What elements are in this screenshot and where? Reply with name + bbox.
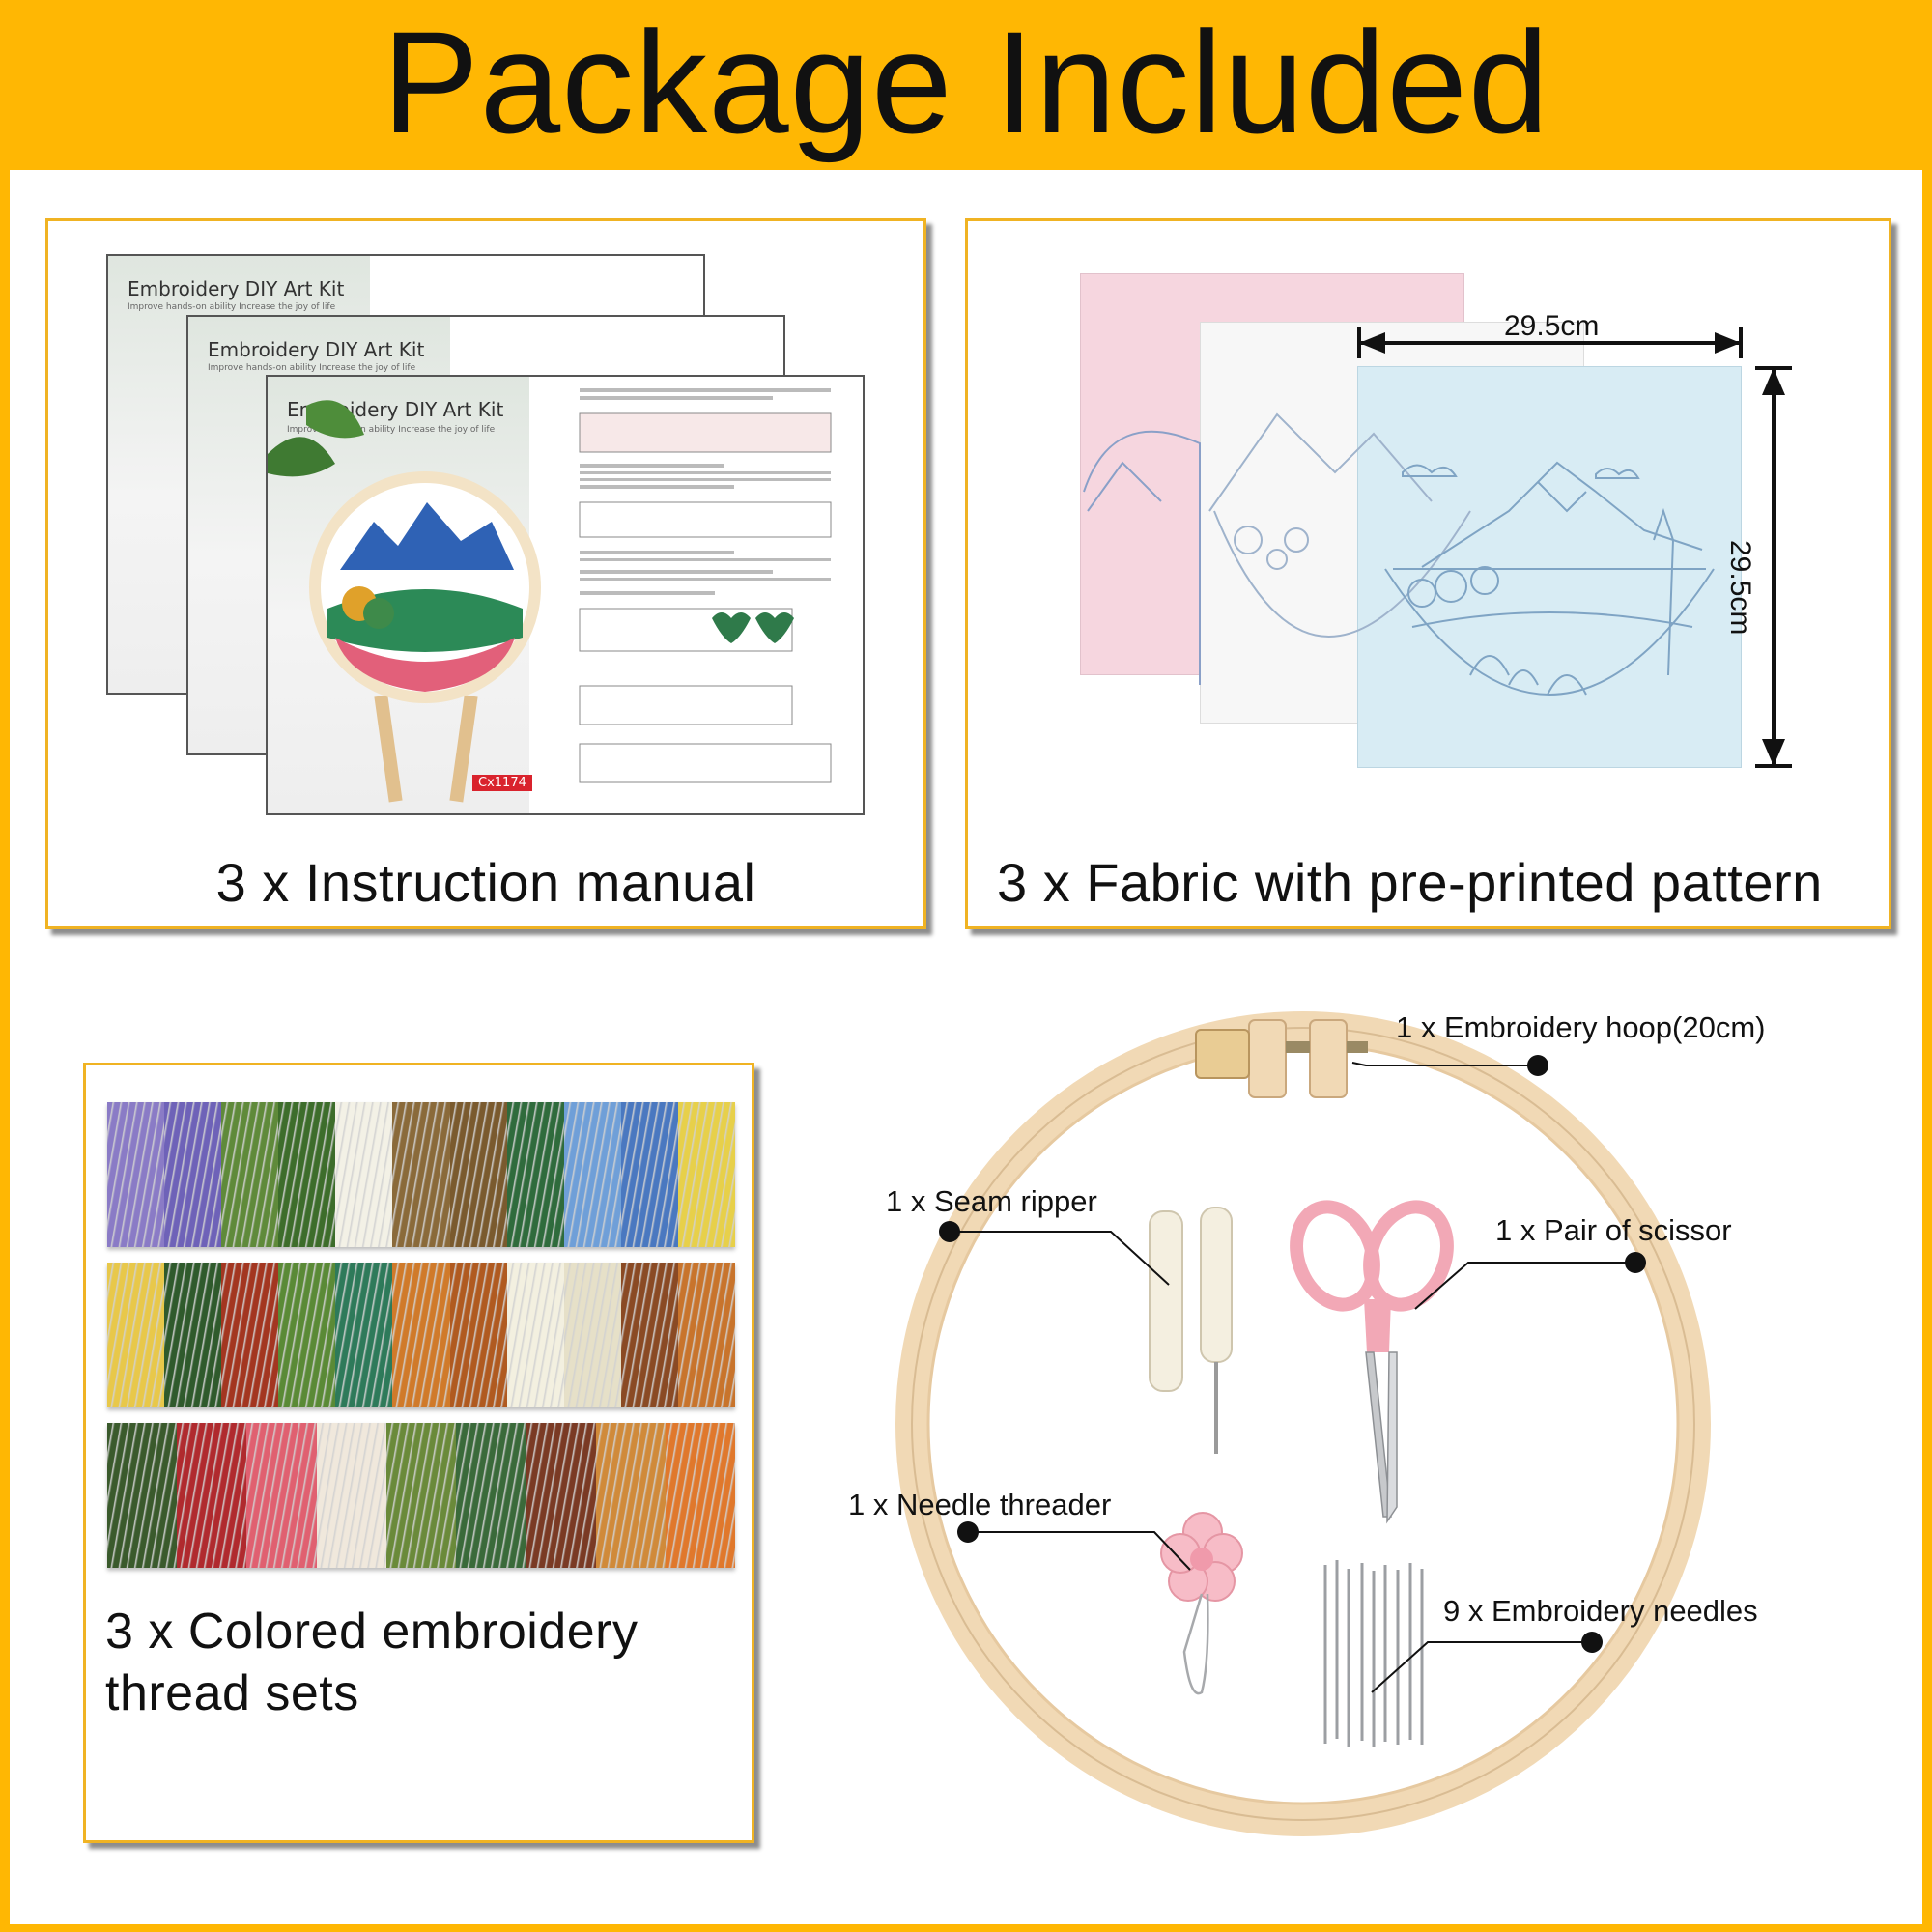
thread-row xyxy=(107,1102,736,1247)
manual-subtitle: Improve hands-on ability Increase the jo… xyxy=(208,363,416,373)
thread-skein xyxy=(677,1263,736,1407)
manual-title: Embroidery DIY Art Kit xyxy=(208,338,425,361)
needle-threader-callout: 1 x Needle threader xyxy=(848,1488,1112,1521)
thread-skein xyxy=(620,1102,678,1247)
thread-skein xyxy=(563,1102,621,1247)
thread-skein xyxy=(385,1423,457,1568)
thread-skein xyxy=(164,1102,222,1247)
thread-skein xyxy=(620,1263,678,1407)
thread-skein xyxy=(665,1423,735,1568)
thread-skein xyxy=(335,1263,393,1407)
hoop-callout: 1 x Embroidery hoop(20cm) xyxy=(1396,1010,1766,1044)
seam-ripper-cap-icon xyxy=(1149,1210,1183,1392)
manual-card: Embroidery DIY Art Kit Improve hands-on … xyxy=(45,218,926,929)
fabric-sheet-blue xyxy=(1357,366,1742,768)
thread-skein xyxy=(107,1263,165,1407)
thread-skein xyxy=(563,1263,621,1407)
fabric-card-label: 3 x Fabric with pre-printed pattern xyxy=(997,852,1823,913)
thread-skein xyxy=(595,1423,666,1568)
thread-row xyxy=(107,1423,735,1568)
fabric-width-label: 29.5cm xyxy=(1504,310,1600,342)
thread-skein xyxy=(506,1102,564,1247)
thread-skein xyxy=(526,1423,596,1568)
thread-skein xyxy=(278,1263,336,1407)
thread-skein xyxy=(107,1423,178,1568)
thread-skein xyxy=(392,1263,450,1407)
fabric-pattern-illustration xyxy=(1083,412,1715,696)
thread-skein xyxy=(506,1263,564,1407)
thread-skein xyxy=(335,1102,393,1247)
thread-skein xyxy=(449,1263,507,1407)
thread-skein xyxy=(316,1423,386,1568)
thread-card-label-line1: 3 x Colored embroidery xyxy=(105,1604,639,1660)
manual-hoop-illustration xyxy=(268,400,541,803)
manual-steps-illustration xyxy=(579,388,832,783)
manual-subtitle: Improve hands-on ability Increase the jo… xyxy=(128,302,336,312)
thread-skein xyxy=(221,1102,279,1247)
thread-bundles xyxy=(107,1102,736,1568)
thread-skein xyxy=(177,1423,247,1568)
thread-skein xyxy=(677,1102,736,1247)
thread-skein xyxy=(107,1102,165,1247)
manual-title: Embroidery DIY Art Kit xyxy=(128,277,345,300)
scissor-callout: 1 x Pair of scissor xyxy=(1495,1213,1732,1247)
thread-skein xyxy=(278,1102,336,1247)
header-banner: Package Included xyxy=(0,0,1932,170)
thread-row xyxy=(107,1263,736,1407)
fabric-card: 29.5cm 29.5cm 3 x Fabric with pre-printe… xyxy=(965,218,1891,929)
fabric-dimension-marks xyxy=(1357,327,1792,768)
manual-card-label: 3 x Instruction manual xyxy=(215,852,756,913)
model-badge: Cx1174 xyxy=(472,775,532,791)
manual-sheet-front: Embroidery DIY Art Kit Improve hands-on … xyxy=(266,375,865,815)
manual-subtitle: Improve hands-on ability Increase the jo… xyxy=(287,425,496,435)
thread-skein xyxy=(164,1263,222,1407)
thread-skein xyxy=(449,1102,507,1247)
thread-card: 3 x Colored embroidery thread sets xyxy=(83,1063,754,1843)
thread-skein xyxy=(221,1263,279,1407)
thread-skein xyxy=(456,1423,526,1568)
thread-skein xyxy=(246,1423,317,1568)
thread-skein xyxy=(392,1102,450,1247)
page-title: Package Included xyxy=(382,1,1550,163)
seam-ripper-callout: 1 x Seam ripper xyxy=(886,1184,1097,1218)
needles-callout: 9 x Embroidery needles xyxy=(1443,1594,1758,1628)
thread-card-label-line2: thread sets xyxy=(105,1665,359,1721)
